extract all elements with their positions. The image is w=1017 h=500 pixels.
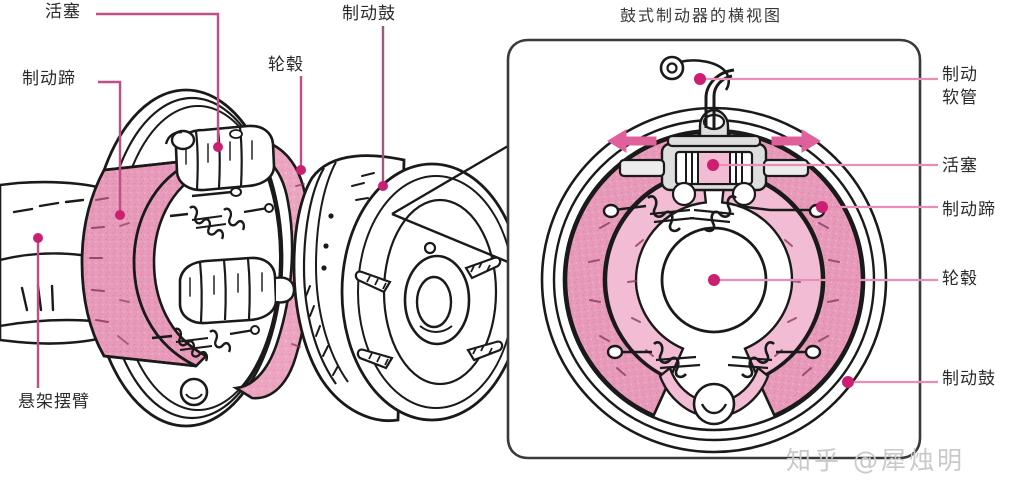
exploded-wheel-cylinder-upper <box>164 124 276 192</box>
label-cross-wheel-hub: 轮毂 <box>942 269 978 289</box>
label-cross-brake-drum: 制动鼓 <box>942 369 996 389</box>
label-exploded-brake-drum: 制动鼓 <box>342 4 396 24</box>
leader-lines-cross-section <box>694 73 938 388</box>
brake-drum-shape <box>292 154 524 423</box>
cross-anchor-pin <box>692 382 736 426</box>
exploded-return-spring-lower <box>151 325 260 362</box>
exploded-return-spring-upper <box>169 203 274 240</box>
left-expand-arrow <box>607 129 657 153</box>
exploded-view-group <box>0 88 524 428</box>
leader-exploded-brake-shoe <box>98 80 122 215</box>
exploded-wheel-cylinder-lower <box>178 256 296 325</box>
label-cross-brake-hose-line2: 软管 <box>942 88 978 108</box>
cross-brake-hose <box>659 55 735 128</box>
label-cross-piston: 活塞 <box>942 156 978 176</box>
exploded-anchor-pivot <box>179 377 209 407</box>
cross-lower-spring <box>606 341 822 379</box>
right-expand-arrow <box>771 129 821 153</box>
cross-left-lining <box>564 131 704 417</box>
lug-studs <box>354 256 504 370</box>
label-cross-brake-hose-line1: 制动 <box>942 65 978 85</box>
detail-callout-wedge <box>391 144 509 264</box>
watermark: 知乎 @犀烛明 <box>786 446 965 475</box>
cross-right-lining <box>724 131 864 417</box>
label-exploded-wheel-hub: 轮毂 <box>268 55 304 75</box>
label-exploded-suspension-arm: 悬架摆臂 <box>18 392 90 412</box>
leader-exploded-piston <box>96 12 220 147</box>
exploded-adjuster-link <box>191 187 242 198</box>
cross-section-title: 鼓式制动器的横视图 <box>620 6 783 25</box>
leader-lines-exploded <box>33 12 388 388</box>
exploded-brake-shoe-front <box>80 158 209 368</box>
label-cross-brake-shoe: 制动蹄 <box>942 200 996 220</box>
label-exploded-piston: 活塞 <box>45 2 81 22</box>
label-exploded-brake-shoe: 制动蹄 <box>22 69 76 89</box>
lining-texture-ticks <box>588 222 840 376</box>
